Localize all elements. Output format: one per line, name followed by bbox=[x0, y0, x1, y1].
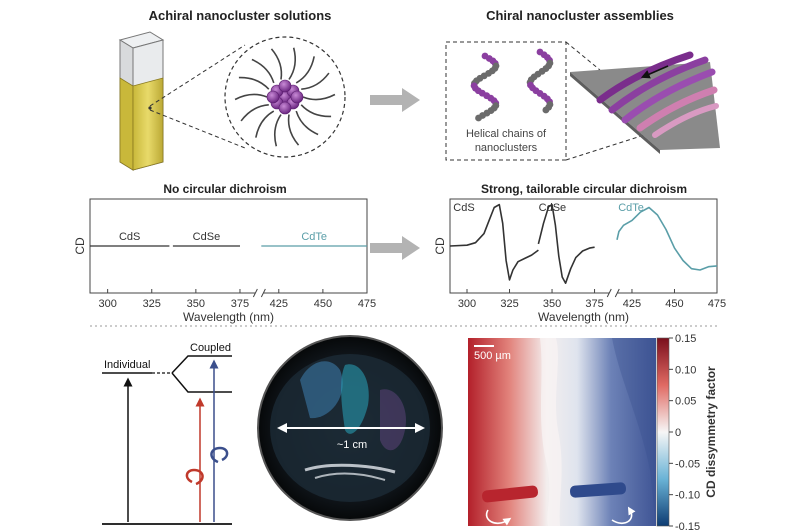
zoom-line-upper bbox=[149, 44, 246, 107]
series-line-cds bbox=[449, 203, 539, 281]
x-tick-label: 350 bbox=[187, 298, 205, 310]
film-photo: ~1 cm bbox=[257, 335, 443, 521]
x-tick-label: 450 bbox=[314, 298, 332, 310]
nanocluster-atom bbox=[290, 90, 304, 104]
x-axis-label: Wavelength (nm) bbox=[183, 310, 274, 324]
colorbar-tick-label: -0.15 bbox=[675, 521, 700, 530]
axis-break-mark bbox=[252, 288, 258, 298]
series-label-cds: CdS bbox=[453, 202, 474, 214]
x-tick-label: 450 bbox=[665, 298, 683, 310]
ligand-chain bbox=[301, 72, 330, 90]
axis-break-gap bbox=[609, 289, 618, 297]
colorbar-title: CD dissymmetry factor bbox=[704, 366, 718, 498]
nanocluster-atom bbox=[278, 79, 292, 93]
ligand-chain bbox=[300, 104, 332, 118]
cuvette-illustration bbox=[118, 31, 165, 171]
ligand-chain bbox=[302, 93, 336, 101]
ligand-chain bbox=[240, 104, 269, 122]
x-tick-label: 425 bbox=[623, 298, 641, 310]
x-tick-label: 475 bbox=[708, 298, 726, 310]
x-tick-label: 325 bbox=[500, 298, 518, 310]
x-tick-label: 375 bbox=[585, 298, 603, 310]
zoom-line-lower bbox=[149, 109, 246, 149]
series-line-cdte bbox=[616, 206, 718, 271]
series-label-cdte: CdTe bbox=[301, 231, 327, 243]
blue-rod bbox=[569, 482, 627, 498]
nanocluster-atom bbox=[278, 101, 292, 115]
no-cd-title: No circular dichroism bbox=[163, 182, 286, 196]
axis-break-gap bbox=[255, 289, 264, 297]
colorbar-tick-label: 0.10 bbox=[675, 364, 696, 376]
coupled-label: Coupled bbox=[190, 342, 231, 354]
helix-link-lower bbox=[565, 129, 661, 161]
helical-caption-line2: nanoclusters bbox=[475, 142, 538, 154]
x-tick-label: 375 bbox=[231, 298, 249, 310]
nanocluster-atom bbox=[266, 90, 280, 104]
x-tick-label: 425 bbox=[270, 298, 288, 310]
scale-label: ~1 cm bbox=[337, 439, 367, 451]
series-label-cdte: CdTe bbox=[618, 202, 644, 214]
ligand-chain bbox=[270, 48, 283, 80]
cd-map: 500 µm bbox=[468, 338, 656, 526]
nanocluster-zoom bbox=[224, 36, 346, 158]
ligand-chain bbox=[288, 47, 297, 80]
left-circular-polarization-icon bbox=[185, 468, 204, 486]
red-rod bbox=[482, 485, 538, 503]
series-line-cdse bbox=[537, 203, 595, 284]
substrate-with-fibers bbox=[570, 51, 720, 154]
map-scale-label: 500 µm bbox=[474, 350, 511, 362]
x-tick-label: 350 bbox=[543, 298, 561, 310]
ligand-chain bbox=[251, 58, 275, 84]
ligand-chain bbox=[255, 110, 275, 138]
x-tick-label: 300 bbox=[458, 298, 476, 310]
process-arrow-top bbox=[370, 88, 420, 112]
colorbar-tick-label: 0.15 bbox=[675, 333, 696, 345]
y-axis-label: CD bbox=[433, 237, 447, 255]
ligand-chain bbox=[234, 93, 268, 101]
series-label-cdse: CdSe bbox=[193, 231, 221, 243]
series-label-cdse: CdSe bbox=[539, 202, 567, 214]
series-label-cds: CdS bbox=[119, 231, 140, 243]
colorbar-tick-label: -0.10 bbox=[675, 490, 700, 502]
energy-level-diagram: Individual Coupled bbox=[102, 342, 232, 525]
colorbar-tick-label: 0 bbox=[675, 427, 681, 439]
individual-label: Individual bbox=[104, 359, 150, 371]
y-axis-label: CD bbox=[73, 237, 87, 255]
chart-frame bbox=[449, 198, 718, 294]
helix-bead bbox=[475, 114, 482, 122]
process-arrow-middle bbox=[370, 236, 420, 260]
ligand-chain bbox=[295, 56, 315, 84]
achiral-title: Achiral nanocluster solutions bbox=[149, 8, 332, 23]
colorbar-tick-label: 0.05 bbox=[675, 396, 696, 408]
colorbar: 0.15 0.10 0.05 0 -0.05 -0.10 -0.15 CD dissymme… bbox=[656, 333, 718, 530]
ligand-chain bbox=[295, 110, 319, 136]
helix-link-upper bbox=[565, 41, 601, 71]
ligand-chain bbox=[273, 114, 282, 147]
helix-box: Helical chains of nanoclusters bbox=[445, 41, 567, 161]
x-tick-label: 325 bbox=[143, 298, 161, 310]
axis-break-mark bbox=[614, 288, 620, 298]
helix-bead bbox=[542, 106, 550, 114]
colorbar-tick-label: -0.05 bbox=[675, 458, 700, 470]
ligand-chain bbox=[287, 114, 300, 146]
right-circular-polarization-icon bbox=[210, 446, 229, 464]
strong-cd-title: Strong, tailorable circular dichroism bbox=[481, 182, 687, 196]
axis-break-mark bbox=[260, 288, 266, 298]
x-tick-label: 475 bbox=[358, 298, 376, 310]
axis-break-mark bbox=[606, 288, 612, 298]
x-tick-label: 300 bbox=[98, 298, 116, 310]
chiral-title: Chiral nanocluster assemblies bbox=[486, 8, 674, 23]
helical-caption-line1: Helical chains of bbox=[466, 128, 547, 140]
ligand-chain bbox=[238, 76, 270, 90]
x-axis-label: Wavelength (nm) bbox=[538, 310, 629, 324]
